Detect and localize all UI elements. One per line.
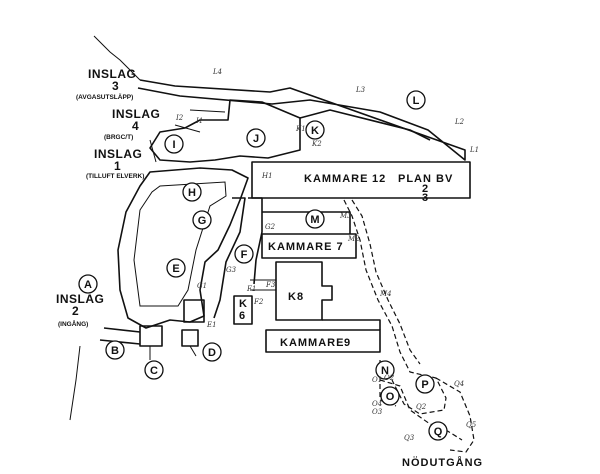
room-k9-number: 9 [344,337,351,349]
point-g3: G3 [226,266,237,274]
circle-n [375,360,395,380]
circle-f [234,244,254,264]
point-q4: Q4 [454,380,464,388]
circle-o [380,386,400,406]
point-f1: F1 [246,285,256,293]
point-q5: Q5 [466,421,477,429]
circle-p [415,374,435,394]
circle-a-label: A [84,279,92,291]
circle-h-label: H [188,187,196,199]
circle-o-label: O [386,391,395,403]
point-f2: F2 [253,298,264,306]
route-dashed [343,199,447,415]
tunnel-l [137,79,466,161]
emergency-exit-label: NÖDUTGÅNG [402,456,483,469]
point-m2: M2 [347,235,360,243]
point-k1: K1 [295,125,306,133]
room-k6-number: 6 [239,310,246,322]
point-l4: L4 [212,68,222,76]
room-k8-outline [275,261,333,321]
circle-q [428,421,448,441]
room-k12-label: KAMMARE [304,173,368,185]
point-l2: L2 [454,118,465,126]
circle-b-label: B [111,345,119,357]
circle-e-label: E [172,263,179,275]
point-g1: G1 [197,282,207,290]
circle-q-label: Q [434,426,443,438]
circle-i [164,134,184,154]
point-labels: L4L3L2L1I1I2K1K2H1M3M2M4G1G2G3F1F2F3E1O1… [175,68,479,442]
circle-e [166,258,186,278]
room-k12-plan-2: 2 [422,183,429,195]
point-q2: Q2 [416,403,427,411]
point-f3: F3 [265,281,276,289]
room-k9-label: KAMMARE [280,337,344,349]
circle-l [406,90,426,110]
room-k7-outline [261,233,357,259]
room-k9-outline [265,329,381,353]
point-k2: K2 [311,140,322,148]
room-k6-outline [233,295,253,325]
circle-c-label: C [150,365,158,377]
circle-p-label: P [421,379,428,391]
circle-i-label: I [172,139,175,151]
circle-m-label: M [310,214,319,226]
circle-l-label: L [413,95,420,107]
circle-m [305,209,325,229]
circle-g-label: G [198,215,207,227]
circle-h [182,182,202,202]
circle-d [202,342,222,362]
circle-d-label: D [208,347,216,359]
point-o4: O4 [372,400,382,408]
point-l3: L3 [355,86,366,94]
tunnel-ij [149,99,301,163]
point-o2: O2 [384,374,395,382]
point-q3: Q3 [404,434,415,442]
inslag-3-title: INSLAG [88,67,136,81]
room-k12-number: 12 [372,173,386,185]
point-i2: I2 [175,114,184,122]
circle-c [144,360,164,380]
inslag-1-title: INSLAG [94,147,142,161]
room-k12-outline [251,161,471,199]
inslag-2-sub: (INGÅNG) [58,319,88,328]
inslag-2-title: INSLAG [56,292,104,306]
room-k8-label: K8 [288,291,304,303]
point-e1: E1 [206,321,217,329]
inslag-4-title: INSLAG [112,107,160,121]
circle-b [105,340,125,360]
point-o1: O1 [372,376,382,384]
circle-k-label: K [311,125,319,137]
inslag-1-number: 1 [114,159,121,173]
inslag-1-sub: (TILLUFT ELVERK) [86,173,144,180]
circle-k [305,120,325,140]
point-g2: G2 [265,223,276,231]
room-k12-plan-3: 3 [422,192,429,204]
room-k7-label: KAMMARE 7 [268,241,344,253]
inslag-4-number: 4 [132,119,139,133]
circle-n-label: N [381,365,389,377]
point-m3: M3 [339,212,352,220]
inslag-3-number: 3 [112,79,119,93]
room-k6-letter: K [239,298,248,310]
circle-f-label: F [241,249,248,261]
circle-j [246,128,266,148]
room-k12-plan: PLAN BV [398,173,453,185]
point-h1: H1 [261,172,273,180]
circle-a [78,274,98,294]
point-o3: O3 [372,408,383,416]
point-l1: L1 [469,146,479,154]
circle-g [192,210,212,230]
point-i1: I1 [195,117,203,125]
inslag-3-sub: (AVGASUTSLÄPP) [76,93,133,101]
inslag-2-number: 2 [72,304,79,318]
circle-j-label: J [253,133,259,145]
inslag-4-sub: (BRGC/T) [104,134,133,141]
point-m4: M4 [379,290,392,298]
station-circles: A B C D E F G H I J K L M N O P Q [78,90,448,441]
